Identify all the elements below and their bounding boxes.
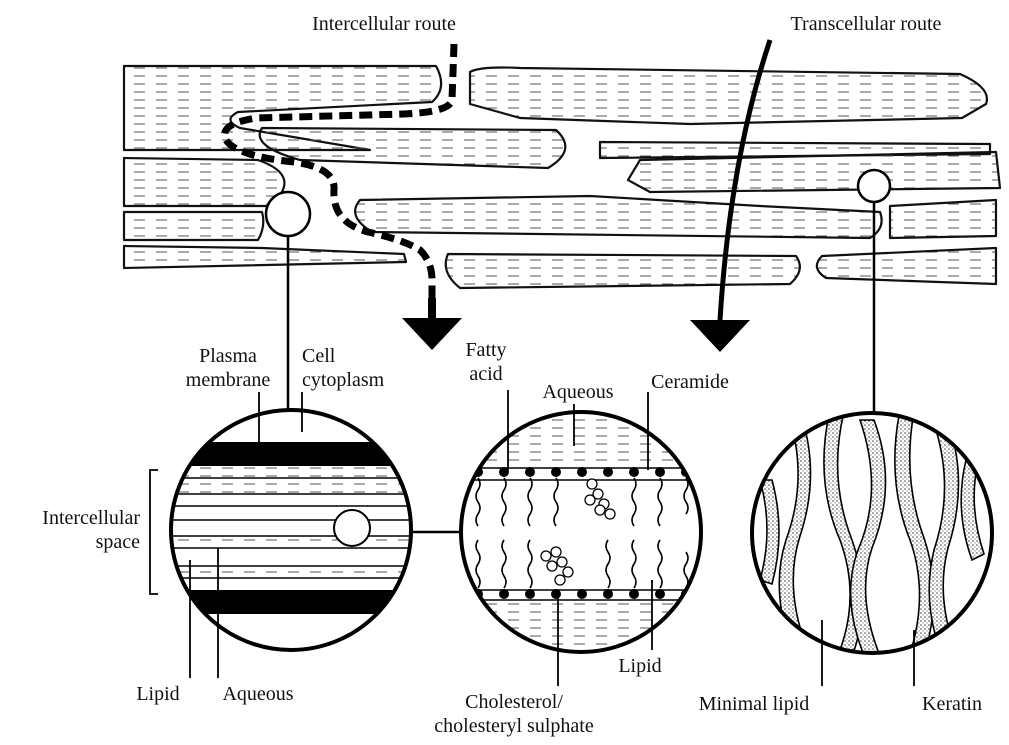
corneocyte — [890, 200, 996, 238]
corneocyte — [628, 152, 1000, 192]
magnifier-right-small — [858, 170, 890, 202]
transcellular-arrow-head — [690, 320, 750, 352]
label-intercellular-space-2: space — [96, 531, 141, 553]
intercellular-arrow-head — [402, 318, 462, 350]
label-intercellular-route: Intercellular route — [312, 13, 456, 35]
lipid-bilayer-circle — [450, 400, 710, 660]
corneocyte — [446, 254, 800, 288]
intercellular-lamellae-circle — [160, 400, 420, 660]
label-cell-cytoplasm-2: cytoplasm — [302, 369, 385, 391]
label-minimal-lipid: Minimal lipid — [699, 693, 810, 715]
label-plasma-membrane-1: Plasma — [199, 345, 257, 367]
label-aqueous-top: Aqueous — [542, 381, 613, 403]
corneocyte — [124, 212, 263, 240]
label-intercellular-space-1: Intercellular — [42, 507, 140, 529]
label-fatty-acid-1: Fatty — [465, 339, 506, 361]
label-transcellular-route: Transcellular route — [791, 13, 942, 35]
label-lipid-left: Lipid — [136, 683, 179, 705]
corneocyte — [124, 246, 406, 268]
label-cholesterol-2: cholesteryl sulphate — [434, 715, 594, 737]
label-fatty-acid-2: acid — [469, 363, 502, 385]
keratin-circle — [740, 400, 1009, 670]
label-lipid-mid: Lipid — [618, 655, 661, 677]
magnifier-left-small — [266, 192, 310, 236]
corneocyte — [470, 68, 987, 125]
label-aqueous-left: Aqueous — [222, 683, 293, 705]
label-plasma-membrane-2: membrane — [186, 369, 271, 391]
label-cholesterol-1: Cholesterol/ — [465, 691, 563, 713]
label-keratin: Keratin — [922, 693, 982, 715]
label-ceramide: Ceramide — [651, 371, 729, 393]
corneocyte — [355, 196, 882, 238]
corneocyte — [817, 248, 996, 284]
label-cell-cytoplasm-1: Cell — [302, 345, 336, 367]
corneocyte — [124, 158, 284, 206]
